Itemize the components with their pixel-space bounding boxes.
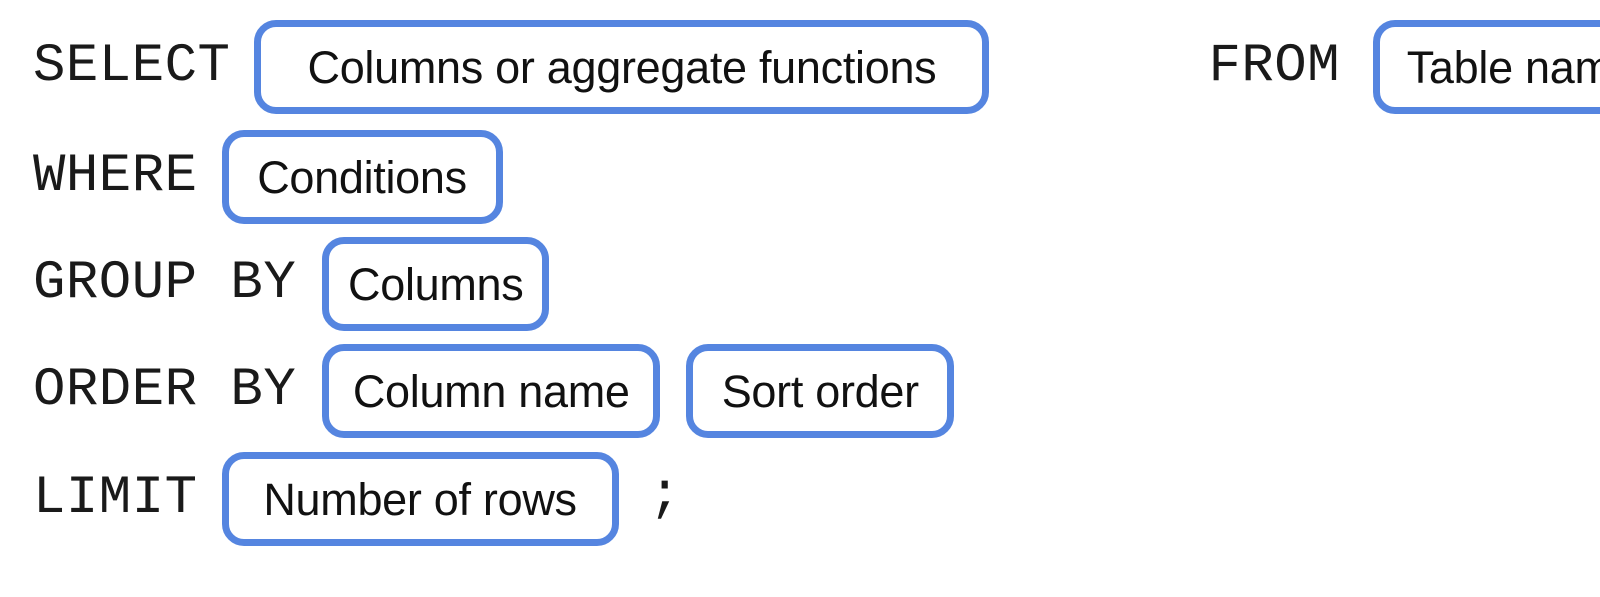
slot-sort-order[interactable]: Sort order	[686, 344, 955, 438]
sql-keyword-where: WHERE	[33, 146, 198, 207]
statement-terminator-semicolon: ;	[648, 465, 681, 526]
clause-line-where: WHERE Conditions	[0, 122, 1600, 232]
clause-line-order-by: ORDER BY Column name Sort order	[0, 336, 1600, 446]
sql-keyword-select: SELECT	[33, 36, 231, 97]
clause-line-group-by: GROUP BY Columns	[0, 229, 1600, 339]
slot-label: Conditions	[257, 151, 467, 203]
slot-label: Table name	[1406, 41, 1600, 93]
sql-keyword-group-by: GROUP BY	[33, 253, 297, 314]
slot-order-by-column-name[interactable]: Column name	[322, 344, 661, 438]
clause-line-select: SELECT Columns or aggregate functions FR…	[0, 12, 1600, 122]
slot-label: Columns or aggregate functions	[307, 41, 937, 93]
slot-conditions[interactable]: Conditions	[221, 130, 503, 224]
sql-keyword-order-by: ORDER BY	[33, 360, 297, 421]
slot-label: Column name	[352, 365, 630, 417]
slot-group-by-columns[interactable]: Columns	[322, 237, 550, 331]
slot-label: Columns	[348, 258, 524, 310]
sql-keyword-from: FROM	[1208, 36, 1341, 97]
slot-table-name[interactable]: Table name	[1373, 20, 1600, 114]
slot-columns-or-aggregate-functions[interactable]: Columns or aggregate functions	[254, 20, 990, 114]
clause-line-limit: LIMIT Number of rows ;	[0, 444, 1600, 554]
sql-keyword-limit: LIMIT	[33, 468, 198, 529]
slot-label: Number of rows	[263, 473, 577, 525]
slot-label: Sort order	[721, 365, 919, 417]
slot-number-of-rows[interactable]: Number of rows	[221, 452, 619, 546]
